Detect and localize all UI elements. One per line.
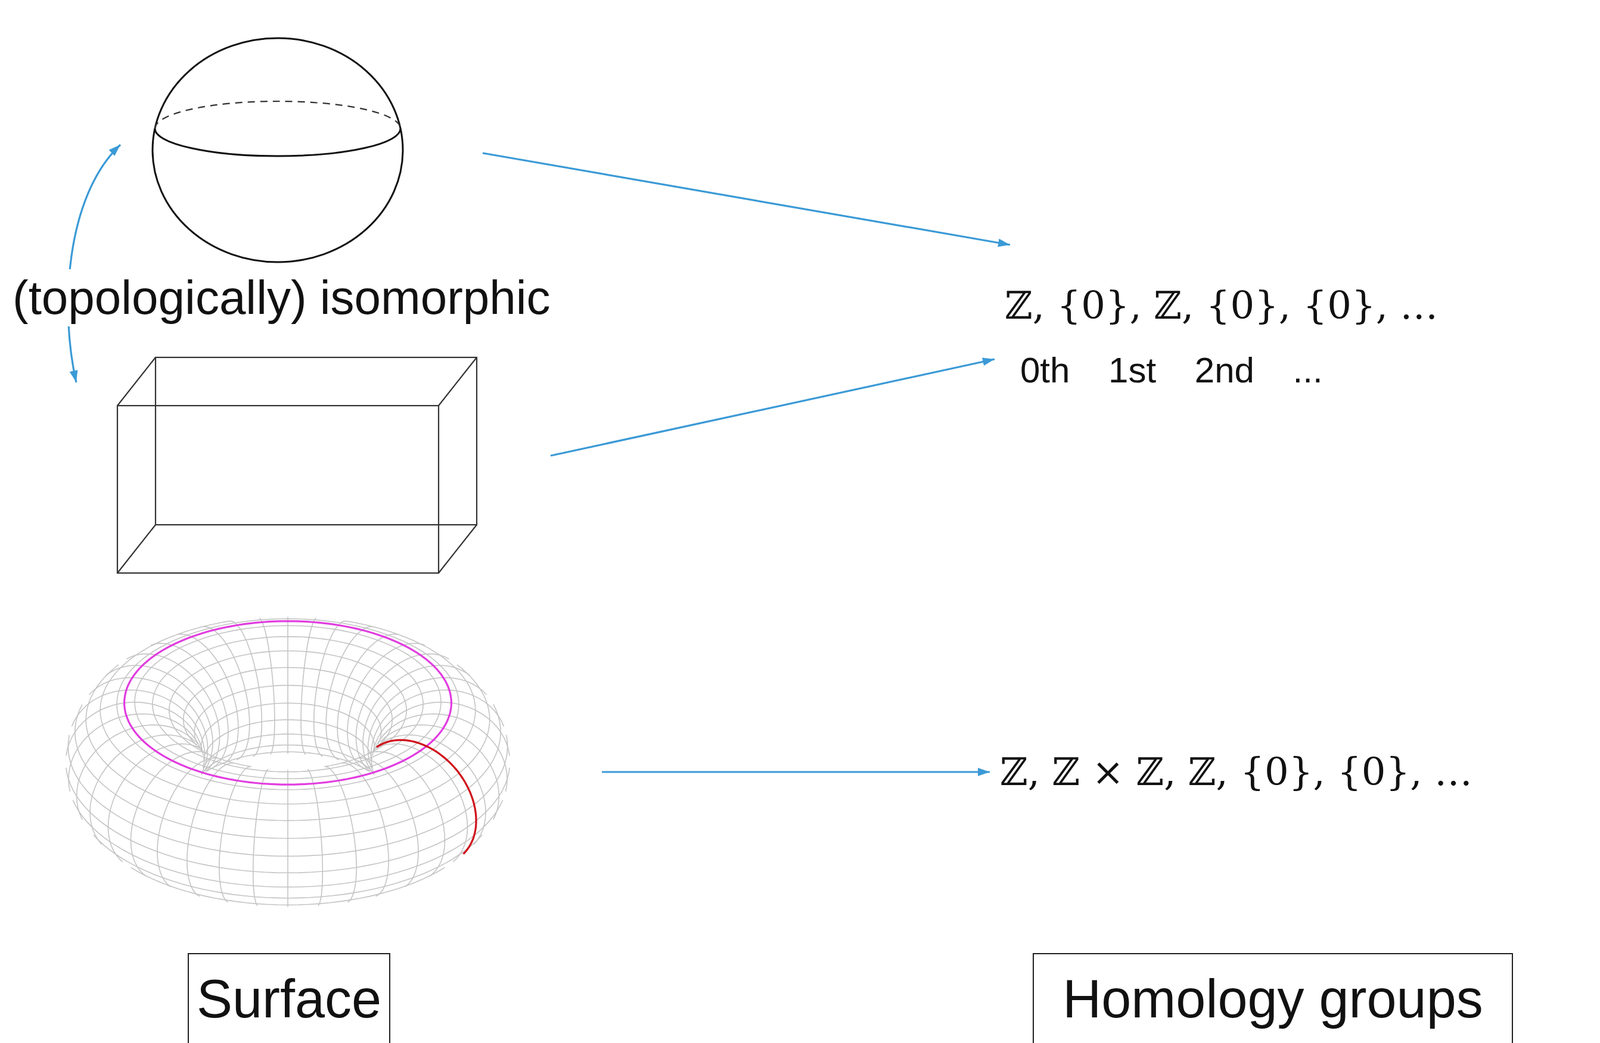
torus-mesh-line <box>202 745 374 774</box>
torus-mesh-line <box>380 725 499 820</box>
cuboid-edges <box>117 357 477 574</box>
degree-label: 0th 1st 2nd ... <box>1020 349 1323 393</box>
box-title: Surface <box>196 967 382 1032</box>
torus-mesh-line <box>230 621 263 758</box>
caption-box: Surface <box>187 953 391 1043</box>
homology-list: ℤ, ℤ × ℤ, ℤ, {0}, {0}, … <box>999 749 1473 796</box>
torus-mesh-line <box>150 643 229 769</box>
homology-list: ℤ, {0}, ℤ, {0}, {0}, … <box>1004 283 1438 329</box>
torus-mesh-line <box>169 651 407 767</box>
sphere-outline <box>152 38 403 263</box>
torus-mesh-line <box>72 800 503 888</box>
relation-label: (topologically) isomorphic <box>10 269 553 327</box>
torus-mesh-line <box>134 625 441 779</box>
map-arrow <box>482 153 1011 245</box>
map-arrow <box>550 359 995 456</box>
torus-mesh-line <box>183 668 393 749</box>
torus-mesh-line <box>116 619 459 791</box>
isomorphism-arrow <box>67 144 121 383</box>
map-arrow <box>601 771 990 773</box>
torus-longitude-loop <box>124 621 452 785</box>
torus-mesh-line <box>89 735 198 845</box>
torus-mesh-line <box>131 867 446 906</box>
torus-mesh-line <box>203 719 372 760</box>
torus-mesh-line <box>355 654 449 773</box>
torus-figure <box>66 617 510 908</box>
sphere-equator-front <box>154 128 401 157</box>
torus-mesh-line <box>93 835 483 899</box>
cuboid-front <box>117 405 439 574</box>
sphere-equator-back <box>154 101 401 129</box>
torus-mesh-line <box>347 643 425 769</box>
cuboid-figure <box>117 357 477 574</box>
torus-mesh-line <box>374 714 508 792</box>
torus-mesh-line <box>203 734 373 769</box>
torus-mesh-line <box>177 634 239 764</box>
box-title: Homology groups <box>1062 967 1483 1032</box>
torus-meridian-loop <box>376 740 477 854</box>
torus-mesh-line <box>362 665 471 776</box>
torus-mesh-line <box>152 637 424 773</box>
sphere-figure <box>152 38 403 263</box>
torus-mesh-line <box>76 725 196 820</box>
torus-mesh-line <box>201 703 375 751</box>
torus-mesh-line <box>337 634 399 764</box>
caption-box: Homology groups <box>1032 953 1513 1043</box>
torus-mesh-line <box>206 752 369 772</box>
torus-mesh-line <box>85 665 490 822</box>
torus-mesh-line <box>357 757 419 887</box>
cuboid-back <box>155 357 477 525</box>
torus-mesh-line <box>314 621 347 758</box>
torus-mesh-line <box>105 665 213 776</box>
torus-mesh-line <box>100 621 476 805</box>
